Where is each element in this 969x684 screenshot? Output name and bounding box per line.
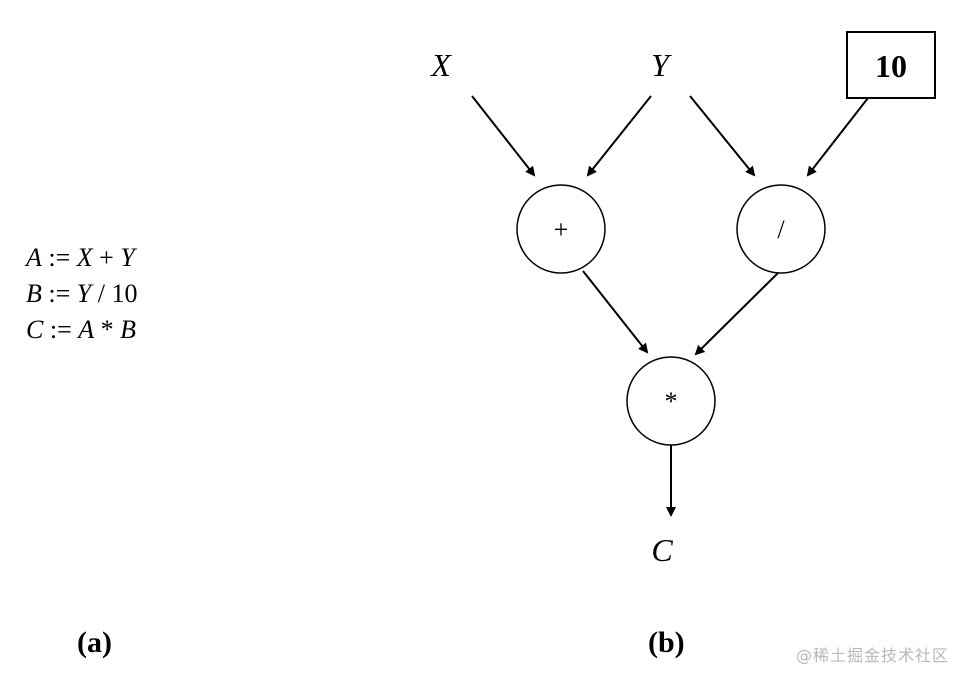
edge-y-to-div [689,95,756,177]
plus-node-label: + [554,215,569,244]
constant-box [846,31,936,99]
edge-plus-to-mul [582,270,649,354]
code-var: X [76,243,93,272]
edge-const-to-div [806,97,869,177]
code-op: := [41,243,77,272]
code-var: B [26,279,42,308]
code-line-c: C := A * B [26,312,246,348]
input-y-label: Y [651,47,672,83]
code-var: Y [120,243,135,272]
caption-b: (b) [648,626,685,659]
watermark: @稀土掘金技术社区 [795,646,949,665]
constant-label: 10 [875,48,907,84]
code-line-b: B := Y / 10 [26,276,246,312]
code-op: / [91,279,112,308]
code-var: A [26,243,42,272]
div-node-label: / [777,215,785,244]
code-number: 10 [111,279,138,308]
code-op: := [41,279,77,308]
code-var: A [78,315,95,344]
edge-div-to-mul [694,272,779,356]
code-line-a: A := X + Y [26,240,246,276]
edge-y-to-plus [586,95,652,177]
input-x-label: X [429,47,452,83]
plus-node [516,184,606,274]
code-op: + [92,243,121,272]
code-var: B [120,315,137,344]
caption-a: (a) [77,626,112,659]
mul-node [626,356,716,446]
output-c-label: C [651,532,673,568]
code-var: Y [76,279,92,308]
code-var: C [26,315,44,344]
code-op: * [94,315,121,344]
source-code: A := X + Y B := Y / 10 C := A * B [26,240,246,348]
mul-node-label: * [665,387,678,416]
code-op: := [43,315,79,344]
div-node [736,184,826,274]
edge-x-to-plus [471,95,536,177]
